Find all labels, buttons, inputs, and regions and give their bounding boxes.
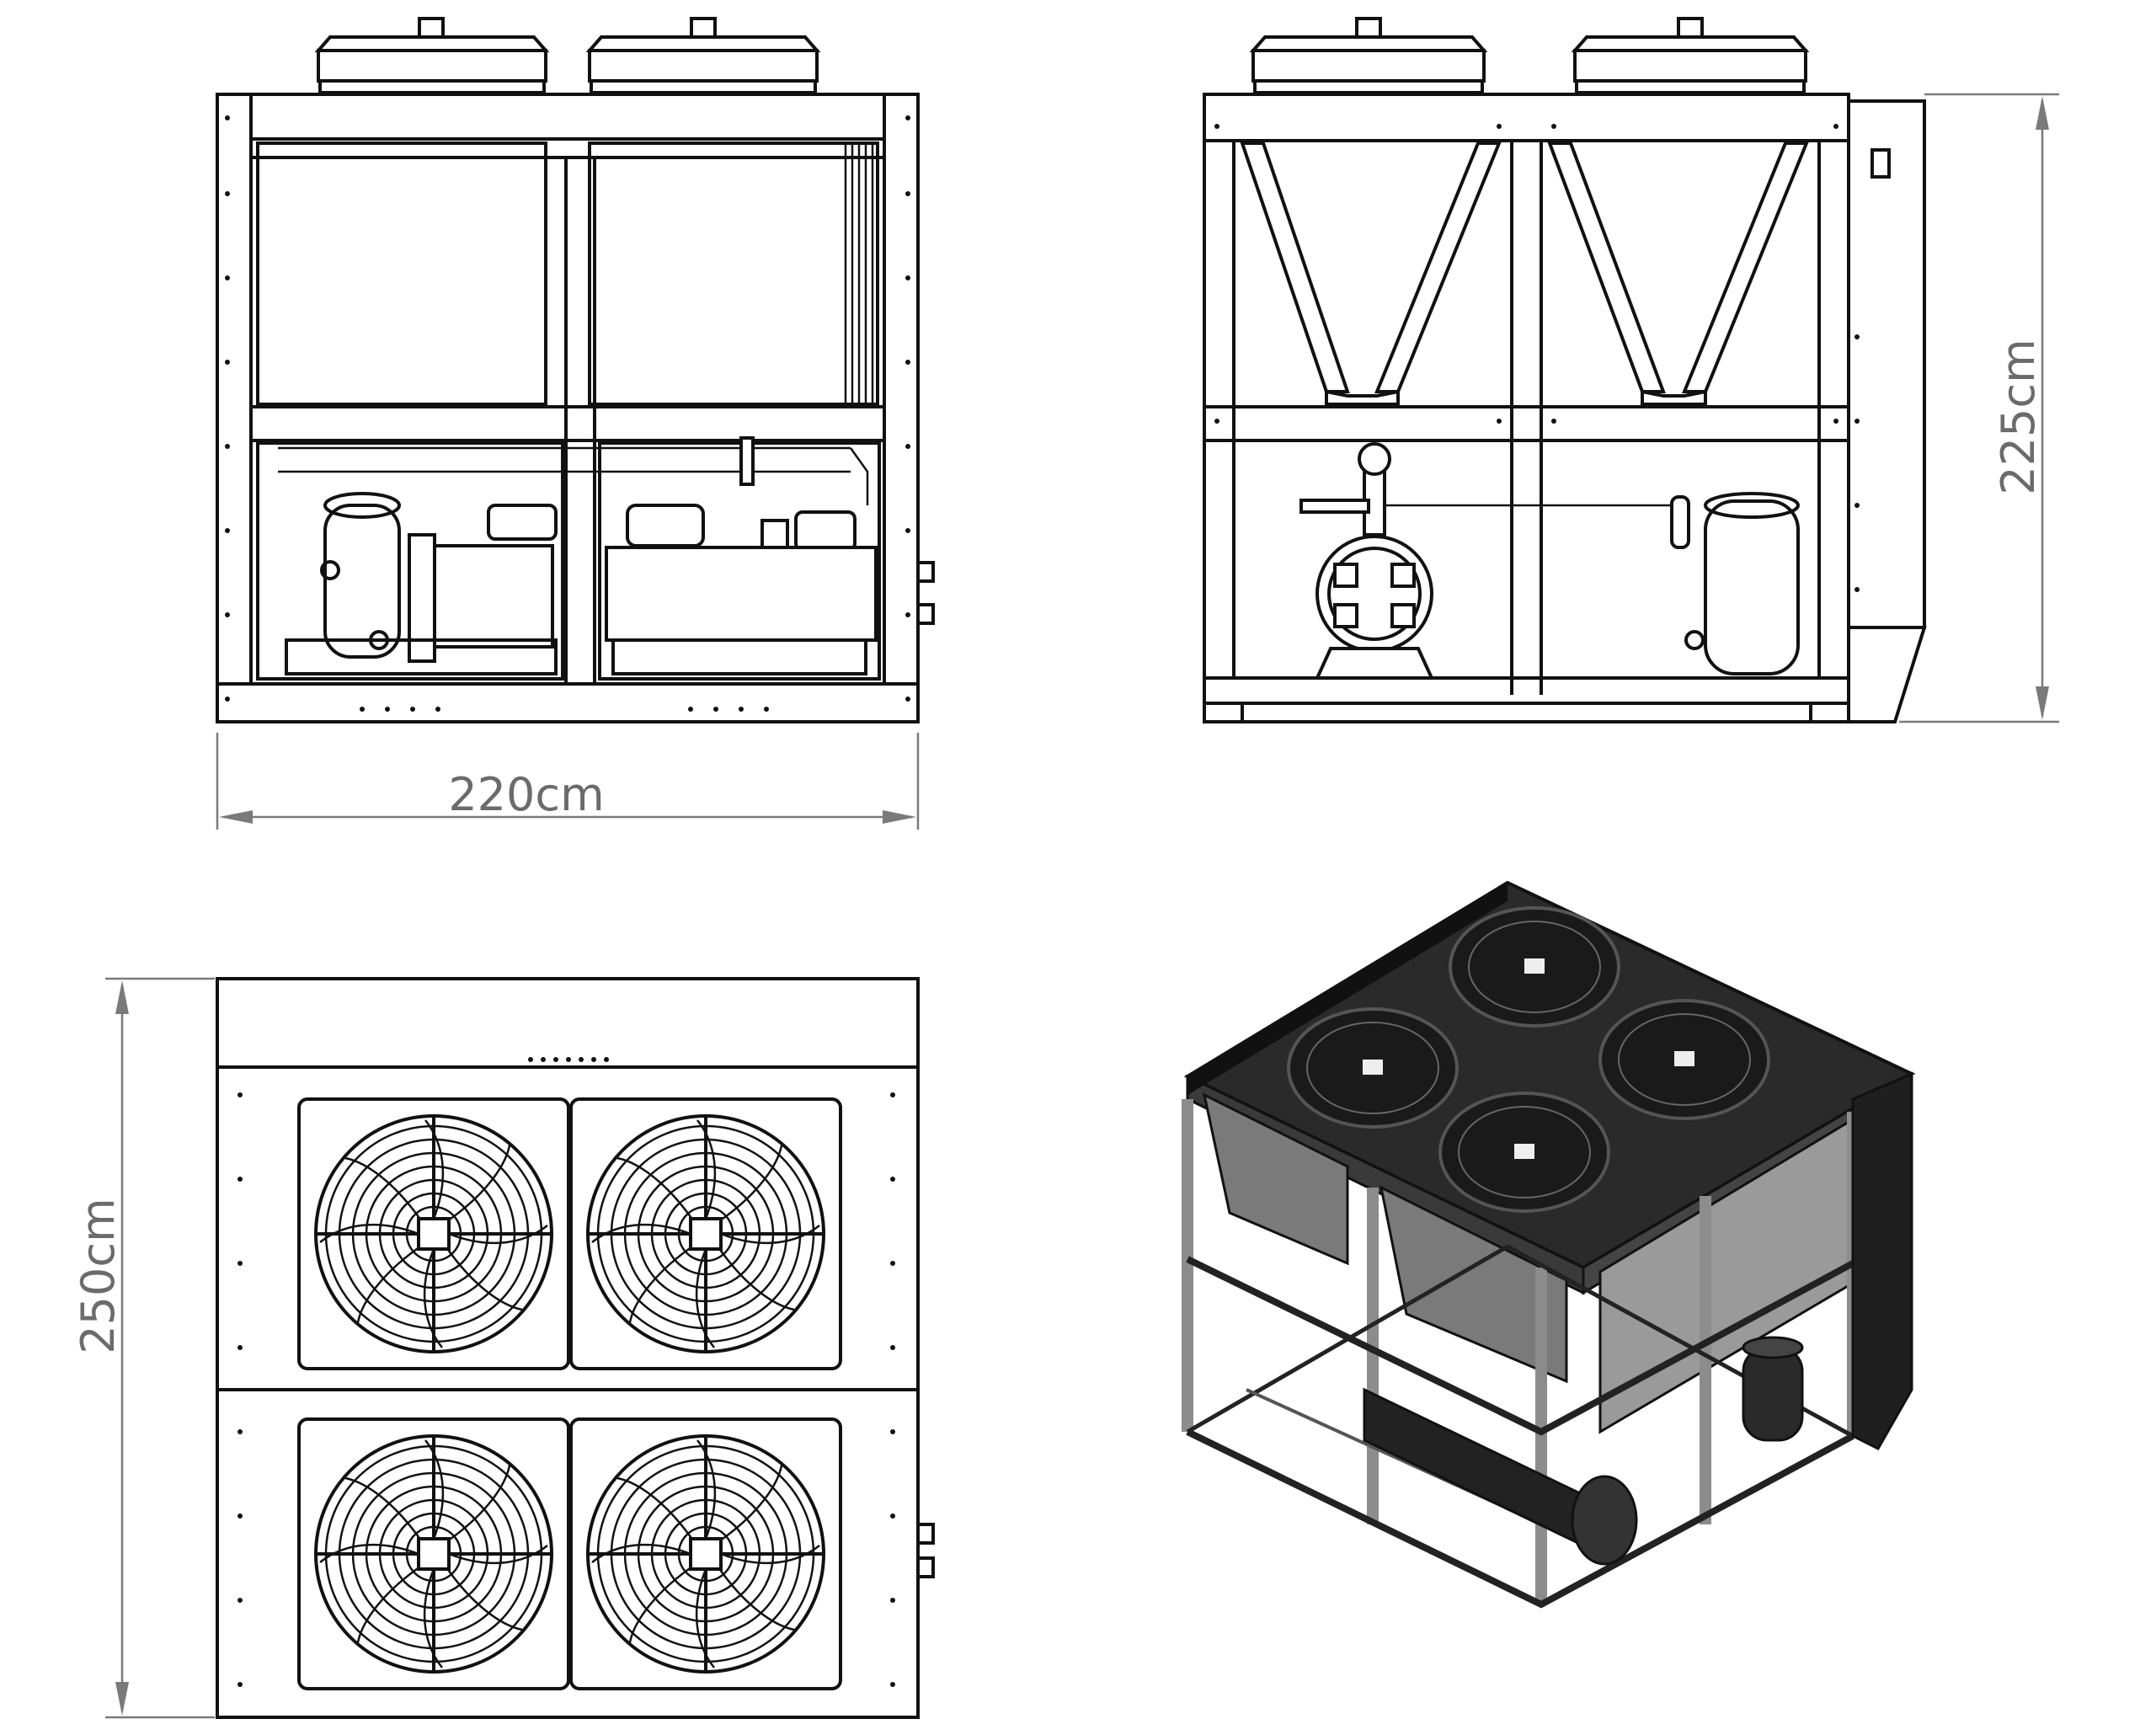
side-fan-housing-left	[1249, 17, 1488, 94]
iso-side-panel	[1851, 1071, 1913, 1450]
front-view	[216, 17, 935, 723]
top-fan-guard-3	[314, 1434, 553, 1674]
depth-label: 250cm	[72, 1198, 125, 1353]
isometric-view	[1182, 880, 1916, 1609]
top-outer-frame	[216, 1065, 920, 1719]
front-water-inlet	[916, 561, 935, 583]
front-compressor-left	[320, 492, 401, 659]
iso-evaporator	[1363, 1387, 1638, 1566]
top-fan-panel-4	[569, 1417, 842, 1690]
side-view	[1203, 17, 1927, 723]
depth-dimension: 250cm	[72, 977, 215, 1719]
width-dimension: 220cm	[216, 733, 920, 830]
side-control-box	[1849, 99, 1927, 723]
top-view	[216, 977, 935, 1719]
iso-fan-4	[1438, 1092, 1610, 1213]
front-fan-housing-right	[585, 17, 821, 94]
top-fan-guard-1	[314, 1114, 553, 1353]
top-fan-guard-2	[586, 1114, 825, 1353]
front-coil-panel-left	[256, 141, 547, 406]
side-v-coil-right	[1547, 141, 1809, 406]
front-fan-housing-left	[314, 17, 550, 94]
top-fan-panel-2	[569, 1097, 842, 1370]
side-fan-housing-right	[1571, 17, 1810, 94]
height-label: 225cm	[1992, 339, 2045, 494]
width-label: 220cm	[448, 768, 604, 821]
front-compartment-left	[256, 441, 564, 681]
height-dimension: 225cm	[1899, 93, 2059, 723]
front-receiver	[626, 504, 705, 547]
iso-compressor	[1742, 1336, 1804, 1442]
iso-fan-2	[1287, 1007, 1459, 1129]
top-fan-panel-1	[297, 1097, 570, 1370]
front-water-outlet	[916, 603, 935, 625]
top-fan-panel-3	[297, 1417, 570, 1690]
side-compressor	[1684, 492, 1800, 675]
top-fan-guard-4	[586, 1434, 825, 1674]
iso-fan-1	[1449, 906, 1620, 1028]
side-v-coil-left	[1240, 141, 1502, 406]
side-evaporator	[1299, 442, 1435, 680]
top-control-box	[216, 977, 920, 1069]
front-heat-exchanger	[408, 533, 436, 663]
front-coil-panel-right	[588, 141, 879, 406]
iso-fan-3	[1598, 999, 1770, 1120]
